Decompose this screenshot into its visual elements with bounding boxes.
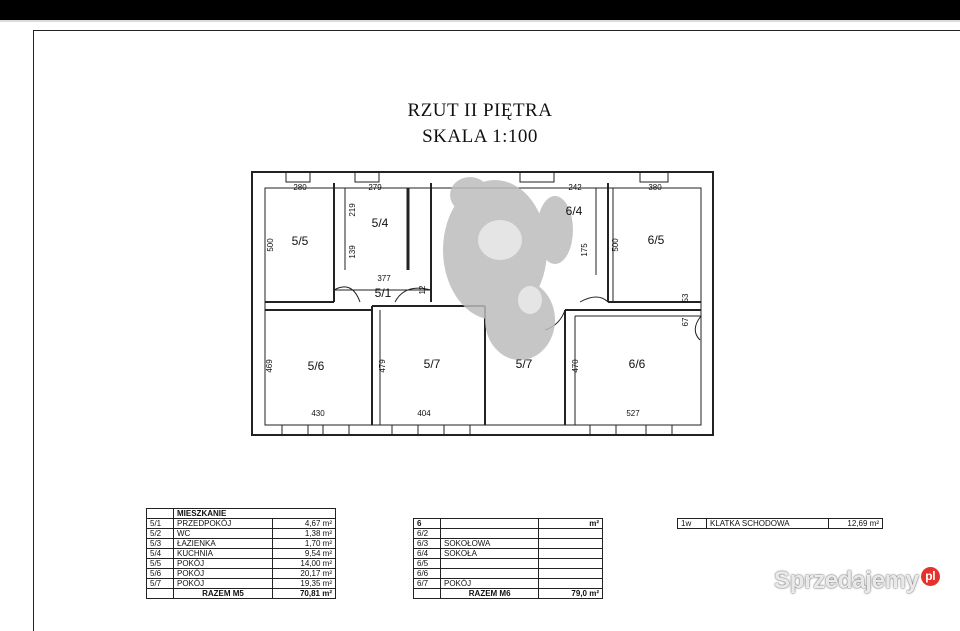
- dimension: 479: [378, 359, 387, 373]
- table-header-row: 6 m²: [413, 518, 603, 529]
- room-label: 6/5: [648, 233, 665, 247]
- room-label: 5/1: [375, 286, 392, 300]
- dimension: 175: [580, 243, 589, 257]
- dimension: 430: [311, 409, 325, 418]
- dimension: 67: [681, 317, 690, 326]
- outer-wall: [251, 171, 714, 436]
- plan-scale: SKALA 1:100: [422, 126, 538, 147]
- door-swing: [579, 296, 609, 303]
- dimension: 279: [368, 183, 382, 192]
- table-header: MIESZKANIE: [173, 508, 336, 519]
- table-row: 6/5: [413, 558, 603, 569]
- dimension: 404: [417, 409, 431, 418]
- redacted-highlights: [478, 220, 542, 314]
- table-header-row: MIESZKANIE: [146, 508, 336, 519]
- dimension: 242: [568, 183, 582, 192]
- dimension: 280: [293, 183, 307, 192]
- top-black-bar: [0, 0, 960, 20]
- dimension: 53: [681, 293, 690, 302]
- dimension: 470: [571, 359, 580, 373]
- room-label: 5/5: [292, 234, 309, 248]
- dimension: 527: [626, 409, 640, 418]
- dimension: 139: [348, 245, 357, 259]
- door-swing: [394, 287, 432, 303]
- watermark-badge: pl: [920, 567, 940, 586]
- top-rule: [0, 20, 960, 22]
- table-row: 6/6: [413, 568, 603, 579]
- room-label: 5/4: [372, 216, 389, 230]
- dimension: 377: [377, 274, 391, 283]
- dimension: 380: [648, 183, 662, 192]
- room-label: 6/4: [566, 204, 583, 218]
- dimension: 469: [265, 359, 274, 373]
- drawing-sheet: [33, 30, 960, 631]
- dimension: 219: [348, 203, 357, 217]
- room-label: 6/6: [629, 357, 646, 371]
- redacted-area: [443, 177, 573, 360]
- staircase-table: 1w KLATKA SCHODOWA 12,69 m²: [677, 518, 884, 529]
- room-label: 5/6: [308, 359, 325, 373]
- dimension: 500: [266, 238, 275, 252]
- dimension: 500: [611, 238, 620, 252]
- door-swing: [694, 315, 702, 341]
- plan-title: RZUT II PIĘTRA: [407, 100, 553, 121]
- door-swing: [333, 286, 361, 303]
- table-row: 1w KLATKA SCHODOWA 12,69 m²: [677, 518, 884, 529]
- table-row: 6/2: [413, 528, 603, 539]
- dimension: 12: [418, 285, 427, 294]
- room-label: 5/7: [424, 357, 441, 371]
- windows: [281, 171, 673, 436]
- watermark-text: Sprzedajemy: [774, 567, 919, 594]
- room-label: 5/7: [516, 357, 533, 371]
